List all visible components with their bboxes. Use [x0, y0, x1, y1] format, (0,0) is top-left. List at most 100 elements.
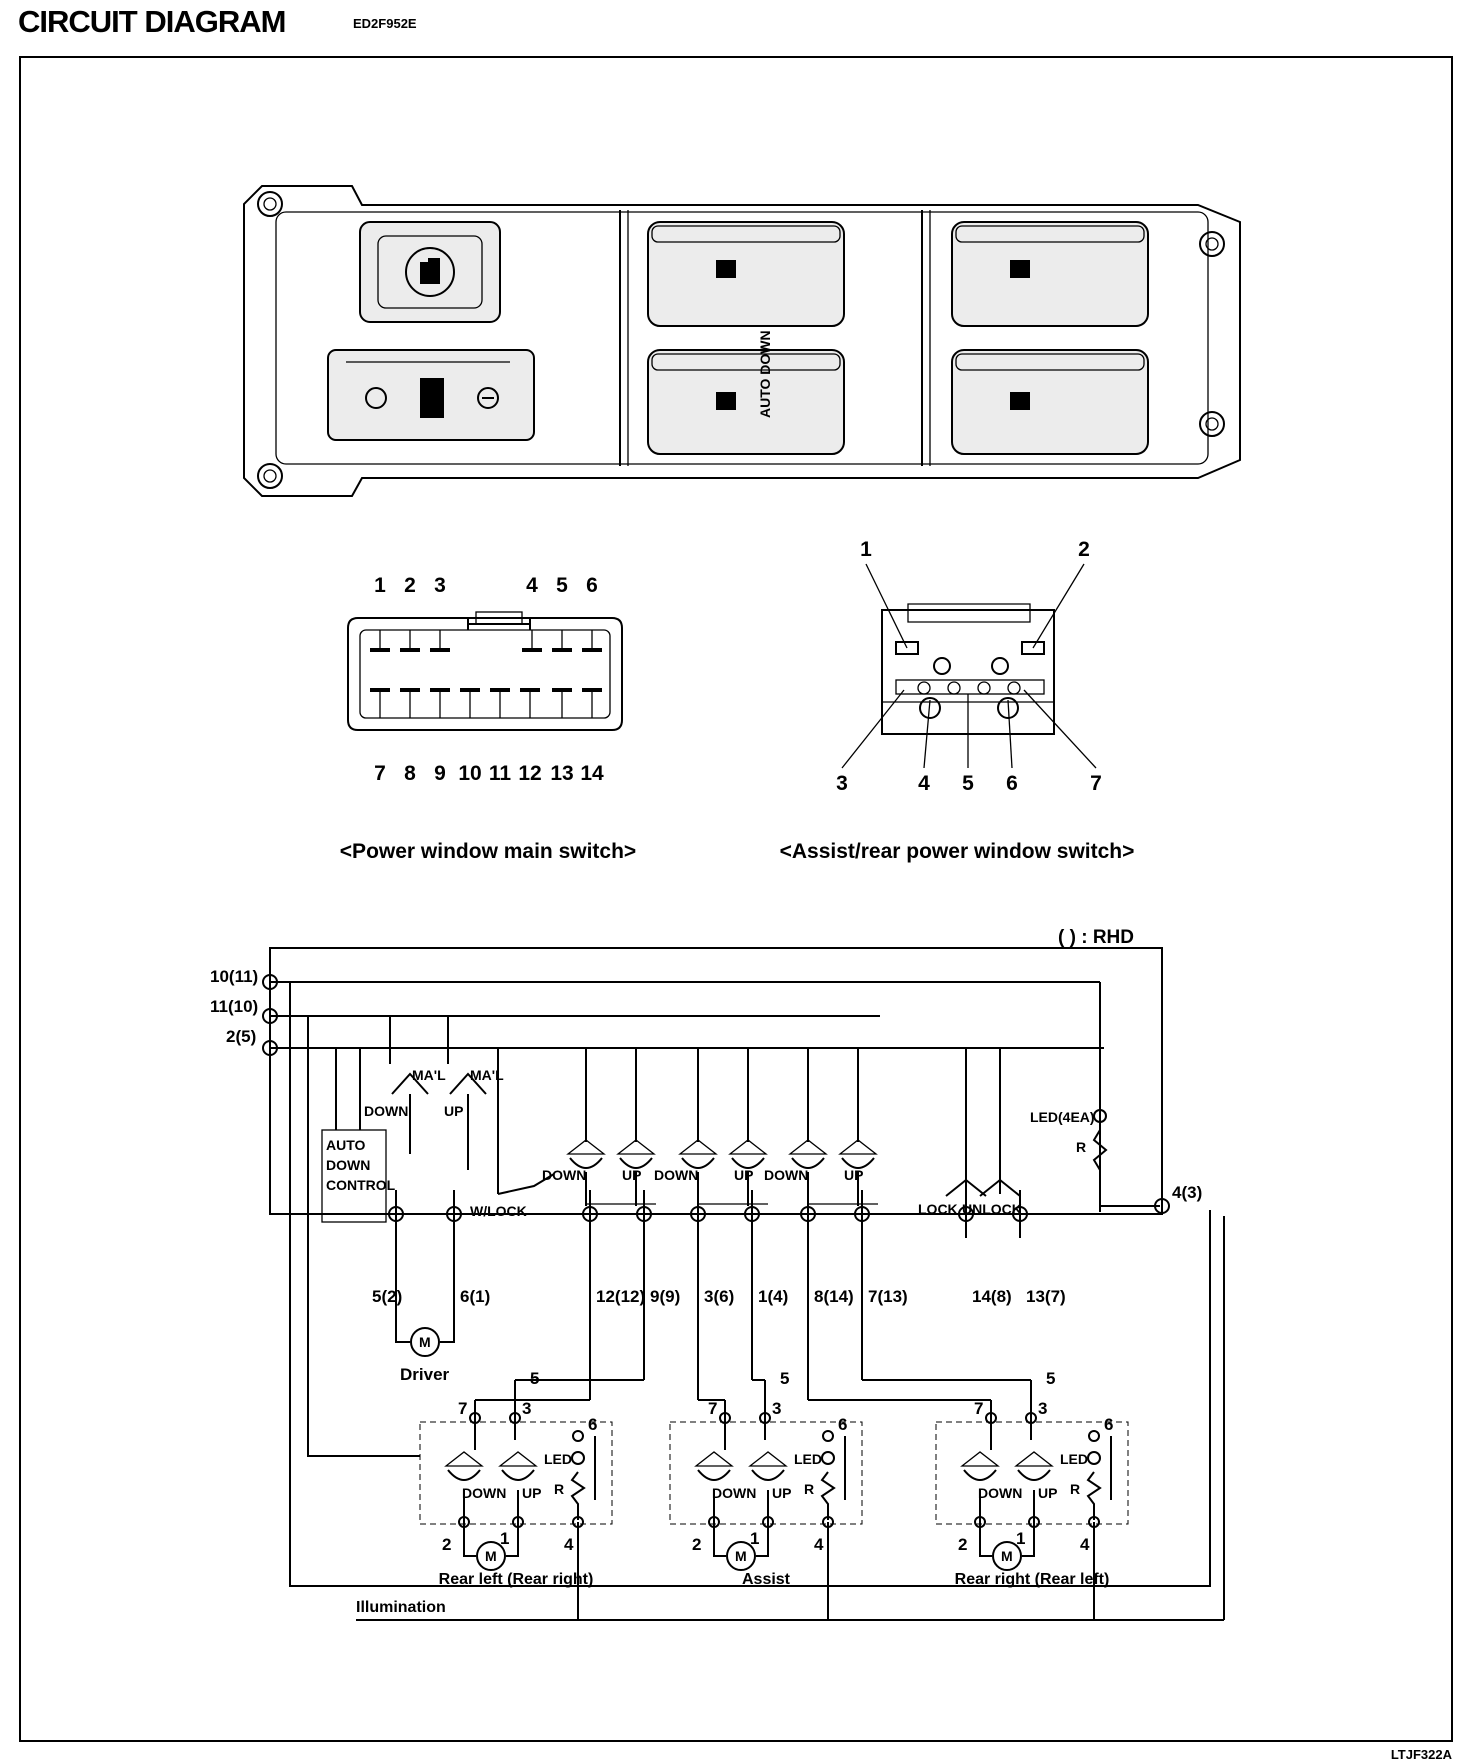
svg-text:4: 4 [564, 1535, 574, 1554]
driver-up-label: UP [444, 1103, 463, 1119]
pin-label: 8 [404, 762, 416, 785]
svg-text:M: M [735, 1548, 747, 1564]
pin-label: 3 [434, 574, 446, 597]
up-label: UP [622, 1167, 641, 1183]
svg-text:3: 3 [772, 1399, 781, 1418]
motor-label: Assist [742, 1571, 791, 1588]
window-symbol-icon [716, 392, 736, 410]
terminal-4-label: 4(3) [1172, 1183, 1202, 1202]
svg-text:4: 4 [814, 1535, 824, 1554]
svg-text:1: 1 [500, 1529, 509, 1548]
mount-hole-icon [1199, 231, 1225, 257]
illumination-label: Illumination [356, 1599, 446, 1616]
svg-text:3: 3 [1038, 1399, 1047, 1418]
terminal-label: 9(9) [650, 1287, 680, 1306]
terminal-label: 10(11) [210, 967, 258, 986]
pin-label: 7 [1090, 772, 1102, 795]
assist-switch-caption: <Assist/rear power window switch> [780, 840, 1135, 863]
diagram-frame [19, 56, 1453, 1742]
pin-label: 1 [860, 538, 872, 561]
terminal-node [446, 1206, 462, 1222]
pin-label: 4 [918, 772, 930, 795]
terminal-node [958, 1206, 974, 1222]
svg-text:5: 5 [1046, 1369, 1055, 1388]
assist-switch-connector: 1 2 3 4 5 6 7 [836, 538, 1102, 795]
driver-motor-icon [410, 1327, 440, 1357]
pin-label: 6 [586, 574, 598, 597]
terminal-label: 11(10) [210, 997, 258, 1016]
svg-text:AUTO: AUTO [326, 1137, 366, 1153]
terminal-node [1012, 1206, 1028, 1222]
svg-text:M: M [485, 1548, 497, 1564]
svg-text:M: M [1001, 1548, 1013, 1564]
pin-label: 3 [836, 772, 848, 795]
mount-hole-icon [257, 463, 283, 489]
manual-label: MA'L [412, 1067, 446, 1083]
led-icon [1087, 1451, 1101, 1465]
pin-label: 5 [962, 772, 974, 795]
terminal-node [744, 1206, 760, 1222]
pin-label: 4 [526, 574, 538, 597]
terminal-label: 14(8) [972, 1287, 1012, 1306]
unlock-label: UNLOCK [962, 1201, 1022, 1217]
up-label: UP [734, 1167, 753, 1183]
driver-down-label: DOWN [364, 1103, 408, 1119]
driver-motor-label: Driver [400, 1365, 450, 1384]
pin-label: 14 [580, 762, 604, 785]
svg-text:LED: LED [1060, 1451, 1088, 1467]
terminal-label: 2(5) [226, 1027, 256, 1046]
terminal-node [582, 1206, 598, 1222]
motor-label: Rear left (Rear right) [439, 1571, 594, 1588]
svg-text:5: 5 [780, 1369, 789, 1388]
svg-text:CONTROL: CONTROL [326, 1177, 396, 1193]
svg-text:2: 2 [958, 1535, 967, 1554]
schematic: ( ) : RHD 10(11) 11(10) 2(5) MA'L MA'L D… [210, 927, 1225, 1621]
rhd-note: ( ) : RHD [1058, 927, 1134, 948]
motor-icon [726, 1541, 756, 1571]
lock-symbol-icon [420, 258, 440, 284]
svg-text:6: 6 [1104, 1415, 1113, 1434]
pin-label: 6 [1006, 772, 1018, 795]
svg-text:7: 7 [974, 1399, 983, 1418]
motor-icon [476, 1541, 506, 1571]
svg-text:DOWN: DOWN [712, 1485, 756, 1501]
svg-text:6: 6 [838, 1415, 847, 1434]
svg-text:2: 2 [442, 1535, 451, 1554]
terminal-label: 7(13) [868, 1287, 908, 1306]
svg-text:R: R [804, 1481, 814, 1497]
mount-hole-icon [257, 191, 283, 217]
up-label: UP [844, 1167, 863, 1183]
svg-text:LED: LED [544, 1451, 572, 1467]
resistor-label: R [1076, 1139, 1086, 1155]
terminal-label: 12(12) [596, 1287, 645, 1306]
svg-text:3: 3 [522, 1399, 531, 1418]
terminal-label: 5(2) [372, 1287, 402, 1306]
svg-text:R: R [554, 1481, 564, 1497]
svg-text:7: 7 [458, 1399, 467, 1418]
terminal-label: 1(4) [758, 1287, 788, 1306]
rear-window-button [951, 349, 1149, 455]
svg-text:6: 6 [588, 1415, 597, 1434]
motor-icon [992, 1541, 1022, 1571]
svg-text:2: 2 [692, 1535, 701, 1554]
terminal-node [388, 1206, 404, 1222]
passenger-window-button [951, 221, 1149, 327]
svg-text:R: R [1070, 1481, 1080, 1497]
manual-label: MA'L [470, 1067, 504, 1083]
pin-label: 5 [556, 574, 568, 597]
figure-code: LTJF322A [1390, 1747, 1452, 1762]
window-symbol-icon [716, 260, 736, 278]
document-code: ED2F952E [353, 16, 417, 31]
pin-label: 2 [1078, 538, 1090, 561]
terminal-node [854, 1206, 870, 1222]
page-title: CIRCUIT DIAGRAM [18, 4, 286, 39]
terminal-label: 6(1) [460, 1287, 490, 1306]
main-switch-caption: <Power window main switch> [340, 840, 636, 863]
motor-label: Rear right (Rear left) [955, 1571, 1110, 1588]
svg-text:UP: UP [772, 1485, 791, 1501]
terminal-label: 13(7) [1026, 1287, 1066, 1306]
